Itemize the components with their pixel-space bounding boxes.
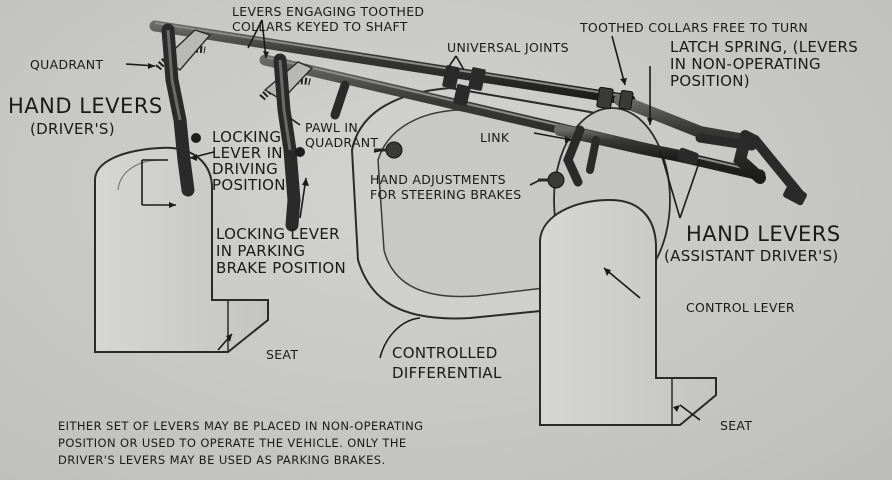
- footnote: EITHER SET OF LEVERS MAY BE PLACED IN NO…: [58, 419, 424, 467]
- assistant-lever-tube-lower: [554, 124, 696, 164]
- collar: [618, 89, 634, 111]
- brake-adjust-knob-right: [547, 171, 565, 189]
- link-rod: [330, 80, 350, 120]
- label-universal-joints: UNIVERSAL JOINTS: [447, 40, 569, 55]
- label-link: LINK: [480, 130, 510, 145]
- title-hand-levers-assistant: HAND LEVERS: [686, 222, 841, 246]
- universal-joint: [468, 67, 486, 91]
- title-hand-levers-driver: HAND LEVERS: [8, 94, 163, 118]
- label-pawl-in-quadrant: PAWL IN QUADRANT: [305, 120, 379, 150]
- label-levers-engaging: LEVERS ENGAGING TOOTHED COLLARS KEYED TO…: [232, 4, 425, 34]
- label-locking-lever-driving: LOCKING LEVER IN DRIVING POSITION: [212, 128, 286, 194]
- subtitle-assistant-drivers: (ASSISTANT DRIVER'S): [664, 247, 839, 265]
- collar: [596, 86, 614, 110]
- quadrant-upper: [155, 45, 206, 71]
- upper-shaft: [149, 20, 636, 106]
- label-locking-lever-parking: LOCKING LEVER IN PARKING BRAKE POSITION: [216, 225, 347, 277]
- label-control-lever: CONTROL LEVER: [686, 300, 795, 315]
- universal-joint: [442, 65, 460, 89]
- label-toothed-collars-free: TOOTHED COLLARS FREE TO TURN: [580, 20, 809, 35]
- label-quadrant: QUADRANT: [30, 57, 104, 72]
- label-controlled-differential: CONTROLLED DIFFERENTIAL: [392, 344, 502, 382]
- quadrant-lower: [259, 77, 311, 101]
- label-hand-adjustments: HAND ADJUSTMENTS FOR STEERING BRAKES: [370, 172, 522, 202]
- subtitle-drivers: (DRIVER'S): [30, 120, 115, 138]
- label-seat-right: SEAT: [720, 418, 753, 433]
- brake-adjust-knob-left: [385, 141, 403, 159]
- label-seat-left: SEAT: [266, 347, 299, 362]
- label-latch-spring: LATCH SPRING, (LEVERS IN NON-OPERATING P…: [670, 38, 859, 90]
- link-rod: [563, 125, 585, 187]
